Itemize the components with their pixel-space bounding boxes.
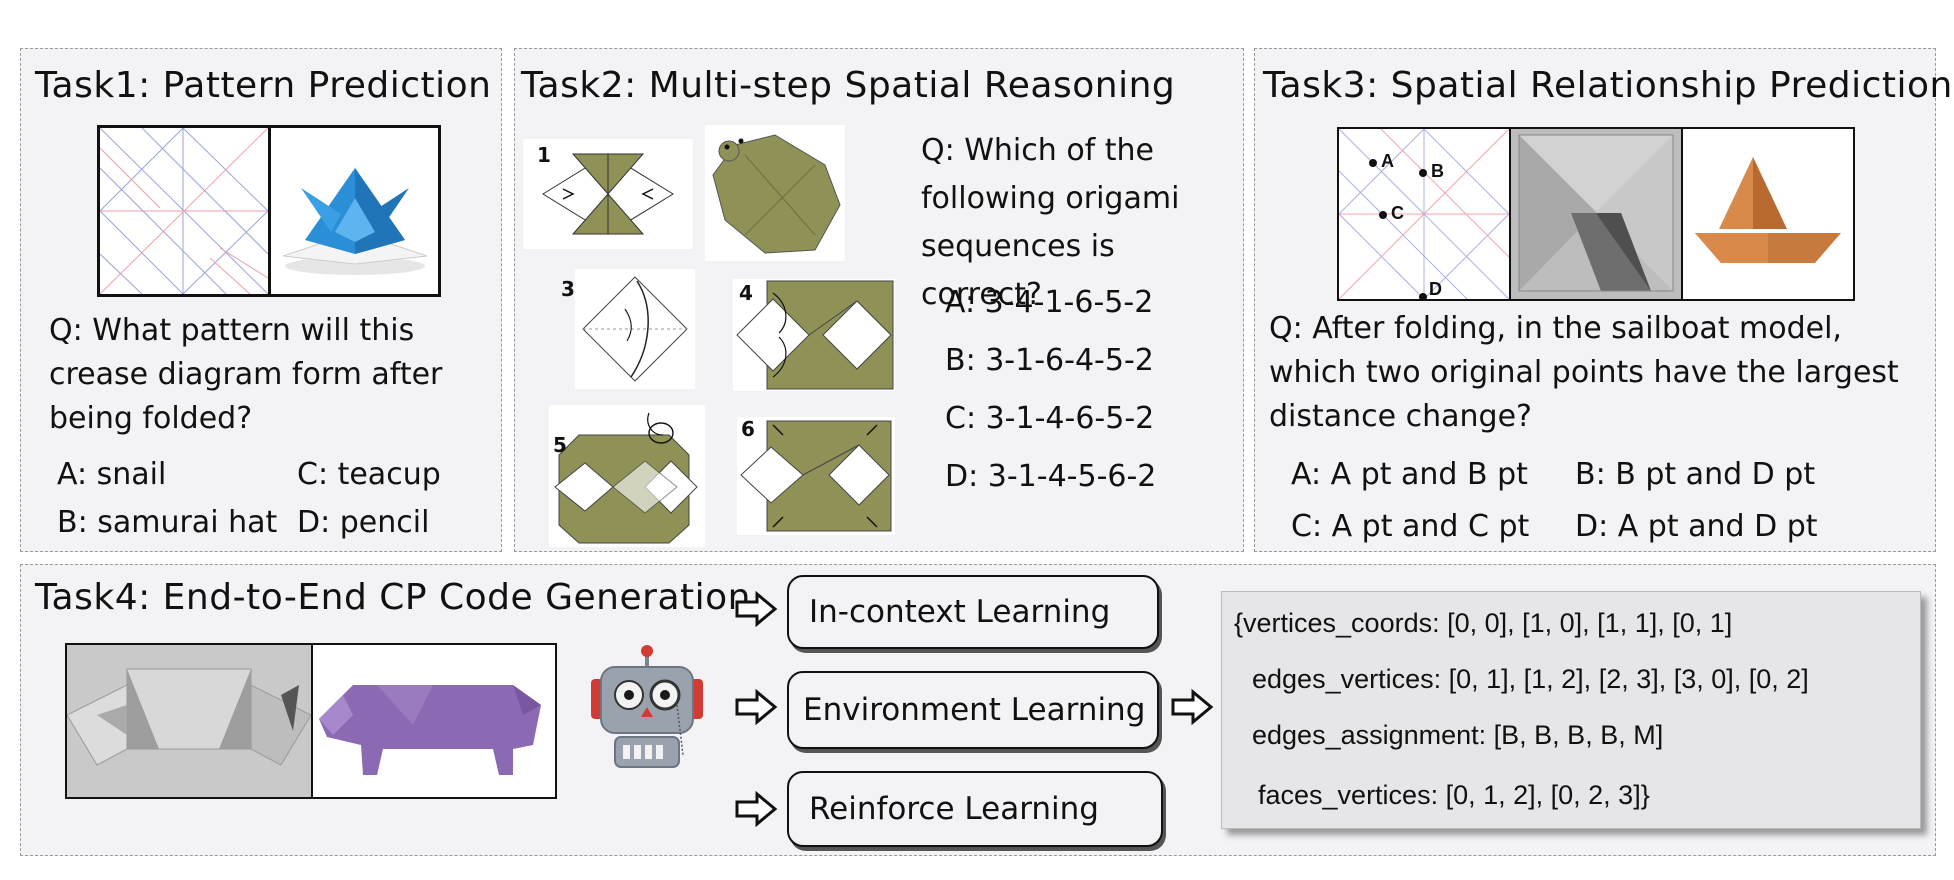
code-line-assignment: edges_assignment: [B, B, B, B, M] xyxy=(1252,720,1664,750)
step-1: 1 xyxy=(523,139,693,249)
step-6: 6 xyxy=(737,417,895,535)
task3-title: Task3: Spatial Relationship Prediction xyxy=(1263,65,1953,106)
task2-option-d: D: 3-1-4-5-6-2 xyxy=(945,459,1157,494)
step-3 xyxy=(575,269,695,389)
task3-option-a: A: A pt and B pt xyxy=(1291,457,1528,492)
task3-option-b: B: B pt and D pt xyxy=(1575,457,1816,492)
task2-question: Q: Which of the following origami sequen… xyxy=(921,133,1180,312)
step-3-diagram xyxy=(582,276,688,382)
step-4: 4 xyxy=(733,279,895,391)
task1-option-b: B: samurai hat xyxy=(57,505,278,540)
step-5: 5 xyxy=(549,405,705,547)
task3-question: Q: After folding, in the sailboat model,… xyxy=(1269,311,1899,434)
point-a-label: A xyxy=(1381,151,1394,171)
method-environment-learning: Environment Learning xyxy=(787,671,1159,749)
task3-crease-pattern xyxy=(1339,129,1509,299)
code-line-edges: edges_vertices: [0, 1], [1, 2], [2, 3], … xyxy=(1252,664,1809,694)
code-line-faces: faces_vertices: [0, 1, 2], [0, 2, 3]} xyxy=(1258,780,1650,810)
step-1-diagram xyxy=(542,153,674,235)
task3-panel: Task3: Spatial Relationship Prediction xyxy=(1254,48,1952,552)
sailboat-image xyxy=(1683,129,1853,299)
arrow-to-icl xyxy=(735,591,778,627)
step-2-diagram xyxy=(712,134,841,254)
step-2: 2 xyxy=(705,125,845,261)
arrow-to-env xyxy=(735,689,778,725)
point-d-label: D xyxy=(1429,279,1442,299)
arrow-to-rl xyxy=(735,791,778,827)
task1-option-d: D: pencil xyxy=(297,505,430,540)
point-b-label: B xyxy=(1431,161,1444,181)
task2-option-a: A: 3-4-1-6-5-2 xyxy=(945,285,1154,320)
step-6-number: 6 xyxy=(741,417,755,441)
task4-image-frame xyxy=(65,643,557,799)
step-1-number: 1 xyxy=(537,143,551,167)
task3-folded-shape xyxy=(1511,129,1681,299)
step-4-diagram xyxy=(736,280,894,390)
step-4-number: 4 xyxy=(739,281,753,305)
task1-panel: Task1: Pattern Prediction xyxy=(20,48,502,552)
step-6-diagram xyxy=(740,420,892,532)
task1-image-frame xyxy=(97,125,441,297)
task2-panel: Task2: Multi-step Spatial Reasoning 1 2 xyxy=(514,48,1244,552)
code-line-vertices: {vertices_coords: [0, 0], [1, 0], [1, 1]… xyxy=(1234,608,1733,638)
task4-panel: Task4: End-to-End CP Code Generation xyxy=(20,564,1936,856)
task4-title: Task4: End-to-End CP Code Generation xyxy=(35,577,751,618)
step-3-number: 3 xyxy=(561,277,575,301)
cp-code-output: {vertices_coords: [0, 0], [1, 0], [1, 1]… xyxy=(1221,591,1921,829)
step-5-number: 5 xyxy=(553,433,567,457)
method-in-context-learning: In-context Learning xyxy=(787,575,1159,649)
task1-title: Task1: Pattern Prediction xyxy=(35,65,492,106)
task2-option-b: B: 3-1-6-4-5-2 xyxy=(945,343,1154,378)
task2-option-c: C: 3-1-4-6-5-2 xyxy=(945,401,1155,436)
task1-option-a: A: snail xyxy=(57,457,167,492)
task2-title: Task2: Multi-step Spatial Reasoning xyxy=(521,65,1176,106)
arrow-to-code xyxy=(1171,689,1214,725)
task1-question: Q: What pattern will this crease diagram… xyxy=(49,313,443,436)
pig-crease-diagram xyxy=(67,645,311,797)
robot-icon xyxy=(591,645,703,768)
task1-option-c: C: teacup xyxy=(297,457,441,492)
pig-image xyxy=(313,645,555,797)
task3-image-frame: A B C D xyxy=(1337,127,1855,301)
task3-option-d: D: A pt and D pt xyxy=(1575,509,1818,544)
step-5-diagram xyxy=(554,412,698,544)
method-reinforce-learning: Reinforce Learning xyxy=(787,771,1163,847)
samurai-hat-image xyxy=(271,128,438,294)
crease-pattern-image xyxy=(100,128,268,294)
task3-option-c: C: A pt and C pt xyxy=(1291,509,1530,544)
point-c-label: C xyxy=(1391,203,1404,223)
